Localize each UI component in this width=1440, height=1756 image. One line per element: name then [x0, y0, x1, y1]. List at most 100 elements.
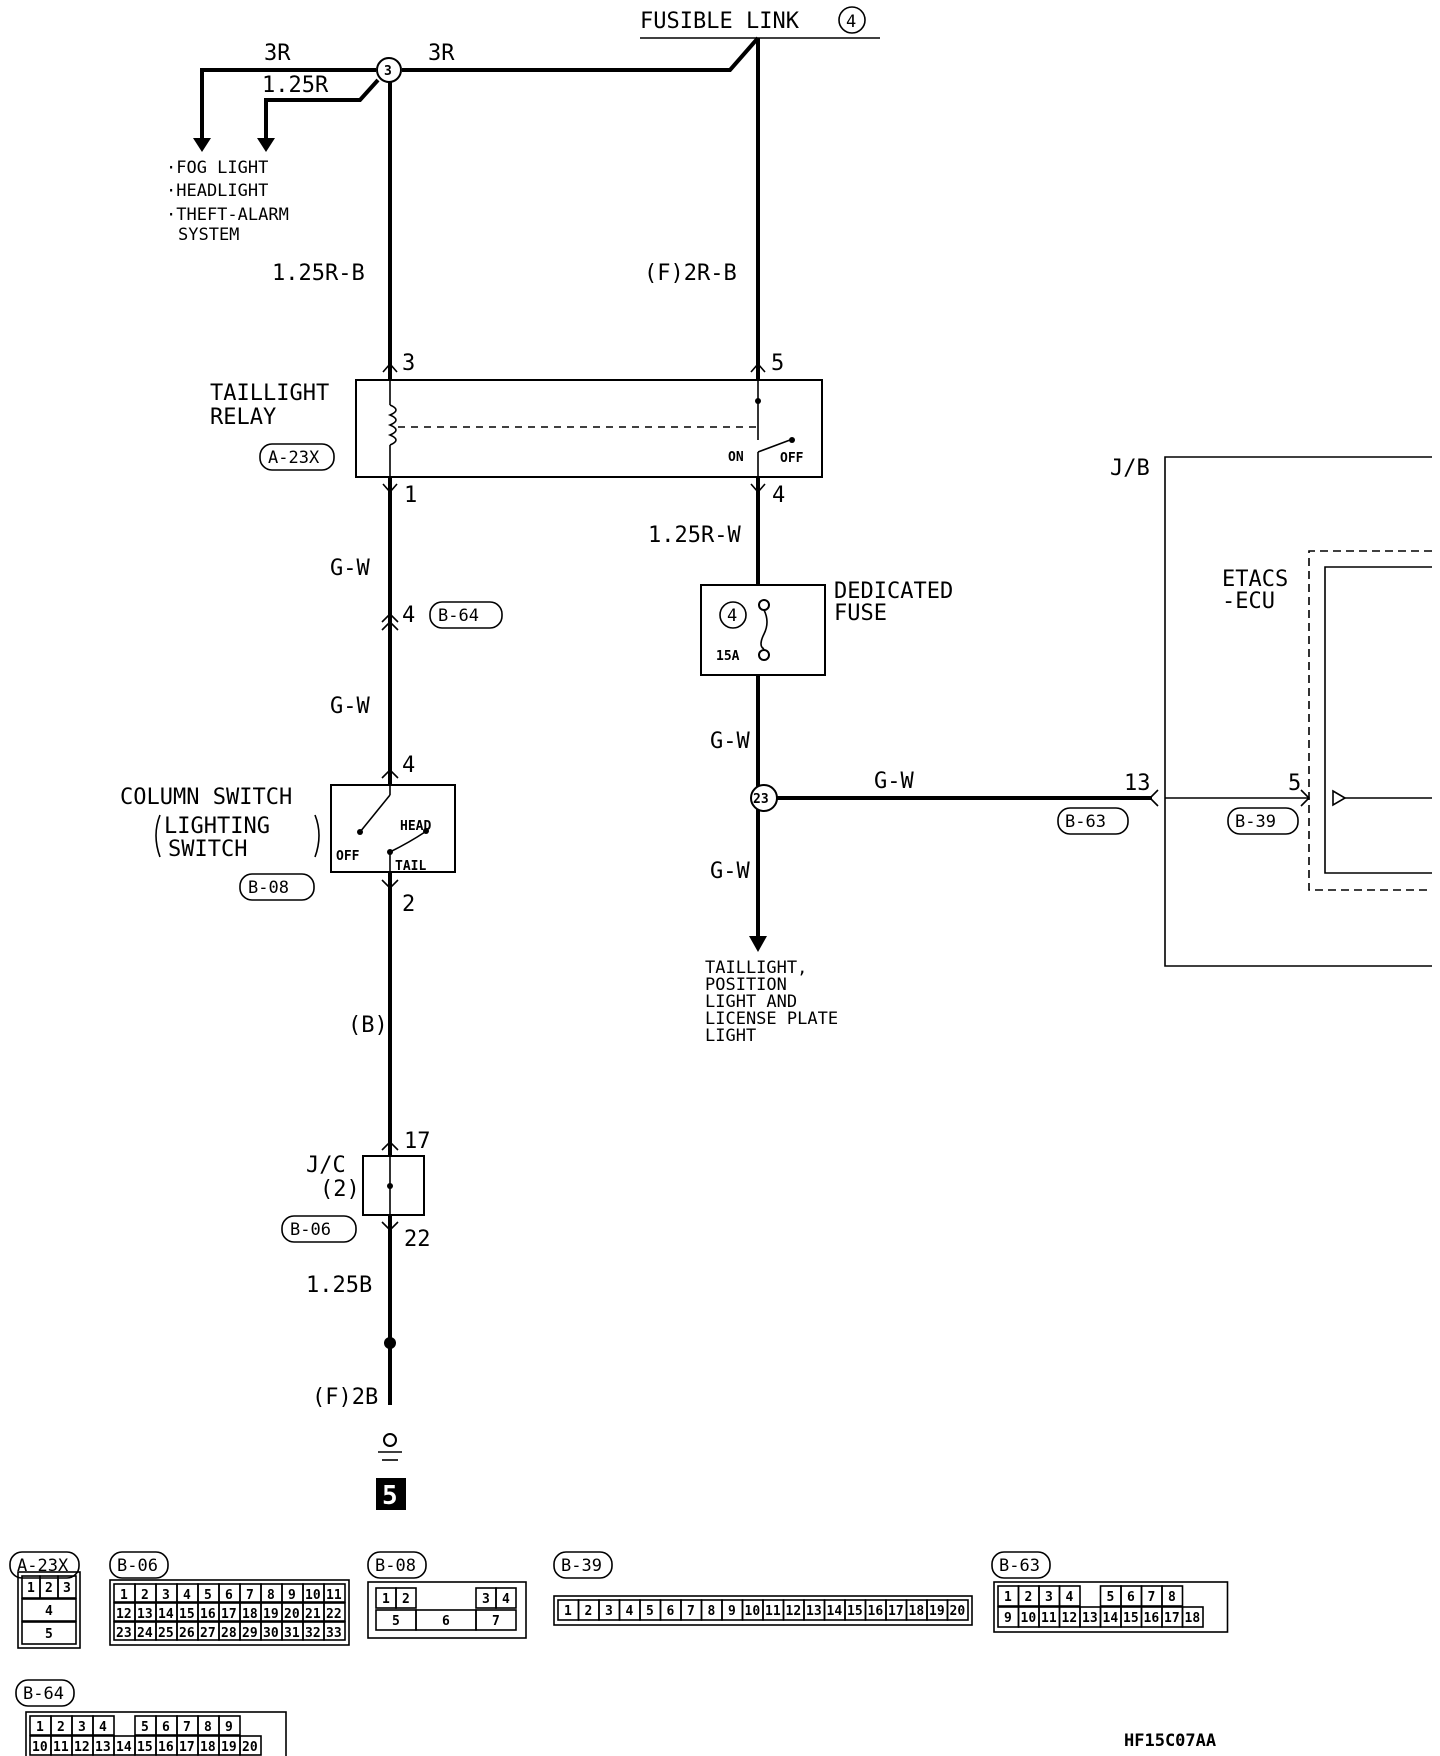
connector-pin-cell [323, 1621, 346, 1641]
wire-3r-right [402, 36, 760, 72]
connector-pin-cell [1161, 1585, 1184, 1607]
wire-label-125r-b: 1.25R-B [272, 261, 365, 286]
connector-pin: 6 [667, 1604, 675, 1619]
connector-view-badge [109, 1551, 169, 1579]
relay-connector: A-23X [268, 448, 320, 468]
fuse-element [760, 609, 768, 650]
connector-pin: 31 [284, 1626, 300, 1641]
jc-label-2: (2) [320, 1177, 360, 1202]
connector-pin: 33 [326, 1626, 342, 1641]
connector-pin: 5 [204, 1588, 212, 1603]
connector-pin: 28 [221, 1626, 237, 1641]
connector-pin: 14 [116, 1740, 132, 1755]
connector-pin: 25 [158, 1626, 174, 1641]
connector-pin: 9 [1004, 1611, 1012, 1626]
fusible-link: FUSIBLE LINK 4 [640, 6, 880, 39]
branch-item-system: SYSTEM [178, 225, 239, 245]
connector-pin: 11 [765, 1604, 781, 1619]
fusible-link-number-circle [838, 6, 866, 34]
wire-label-g-w-fuse: G-W [710, 729, 750, 754]
jb-box [1164, 456, 1432, 967]
connector-pin: 20 [284, 1607, 300, 1622]
relay-off-label: OFF [780, 451, 804, 466]
connector-pin: 13 [806, 1604, 822, 1619]
column-switch-head: HEAD [400, 819, 431, 834]
connector-pin-cell [946, 1599, 969, 1621]
connector-pin: 2 [402, 1592, 410, 1607]
connector-pin: 20 [950, 1604, 966, 1619]
connector-pin: 5 [1107, 1590, 1115, 1605]
connector-view-frame [17, 1571, 81, 1649]
splice-23-label: 23 [753, 792, 769, 807]
load-label: TAILLIGHT, POSITION LIGHT AND LICENSE PL… [705, 958, 838, 1046]
connector-view-frame [993, 1581, 1229, 1633]
load-line-3: LIGHT AND [705, 992, 797, 1012]
connector-pin: 11 [326, 1588, 342, 1603]
connector-pin: 17 [888, 1604, 904, 1619]
dedicated-fuse: DEDICATED FUSE 4 15A [700, 579, 953, 676]
taillight-relay: TAILLIGHT RELAY A-23X 3 5 1 4 ON OFF [210, 351, 823, 508]
load-line-2: POSITION [705, 975, 787, 995]
column-switch-title-2: LIGHTING [164, 814, 270, 839]
ground-number: 5 [382, 1481, 398, 1511]
connector-pin: 19 [221, 1740, 237, 1755]
relay-box [355, 379, 823, 478]
connector-pin: 12 [74, 1740, 90, 1755]
connector-pin: 29 [242, 1626, 258, 1641]
connector-pin: 13 [95, 1740, 111, 1755]
connector-pin: 2 [57, 1720, 65, 1735]
relay-on-label: ON [728, 450, 744, 465]
etacs-label-2: -ECU [1222, 589, 1275, 614]
connector-pin: 11 [53, 1740, 69, 1755]
column-switch-box [330, 784, 456, 873]
wire-label-b: (B) [348, 1013, 388, 1038]
figure-code: HF15C07AA [1124, 1731, 1216, 1751]
connector-pin: 9 [728, 1604, 736, 1619]
connector-pin: 15 [179, 1607, 195, 1622]
connector-pin: 32 [305, 1626, 321, 1641]
etacs-pin-5: 5 [1288, 771, 1301, 796]
column-switch: COLUMN SWITCH LIGHTING SWITCH B-08 4 2 O… [120, 753, 456, 917]
column-switch-pin-out: 2 [402, 892, 415, 917]
relay-coil [387, 404, 397, 446]
connector-pin: 18 [200, 1740, 216, 1755]
connector-pin: 6 [225, 1588, 233, 1603]
connector-pin: 20 [242, 1740, 258, 1755]
connector-view-id: B-06 [117, 1556, 158, 1576]
branch-item-theft-alarm: ·THEFT-ALARM [166, 205, 289, 225]
fusible-link-number: 4 [846, 12, 856, 32]
junction-block: J/B ETACS -ECU 13 5 B-63 B-39 [1057, 456, 1432, 967]
connector-pin: 1 [27, 1581, 35, 1596]
connector-pin: 30 [263, 1626, 279, 1641]
splice-3: 3 [376, 57, 402, 83]
connector-pin: 16 [158, 1740, 174, 1755]
etacs-inner-box [1324, 566, 1432, 874]
load-line-1: TAILLIGHT, [705, 958, 807, 978]
wire-label-3r-left: 3R [264, 41, 291, 66]
connector-pin: 16 [1144, 1611, 1160, 1626]
connector-pin: 3 [162, 1588, 170, 1603]
connector-pin: 23 [116, 1626, 132, 1641]
connector-pin-cell [92, 1715, 115, 1736]
jb-label: J/B [1110, 456, 1150, 481]
joint-connector: J/C (2) B-06 17 22 [281, 1129, 431, 1252]
splice-dot [384, 1337, 396, 1349]
connector-pin: 7 [1148, 1590, 1156, 1605]
load-line-5: LIGHT [705, 1026, 756, 1046]
wire-label-g-w-down: G-W [710, 859, 750, 884]
connector-pin: 9 [225, 1720, 233, 1735]
connector-pin: 12 [786, 1604, 802, 1619]
connector-pin: 4 [45, 1604, 53, 1619]
connector-pin-cell [323, 1583, 346, 1603]
connector-pin: 6 [162, 1720, 170, 1735]
connector-pin-cell [475, 1609, 517, 1631]
wire-label-g-w-2: G-W [330, 694, 370, 719]
connector-pin: 3 [1045, 1590, 1053, 1605]
connector-view-id: B-63 [999, 1556, 1040, 1576]
column-switch-title-1: COLUMN SWITCH [120, 785, 292, 810]
connector-pin: 4 [183, 1588, 191, 1603]
connector-view-badge [553, 1551, 613, 1579]
relay-pin-4: 4 [772, 483, 785, 508]
